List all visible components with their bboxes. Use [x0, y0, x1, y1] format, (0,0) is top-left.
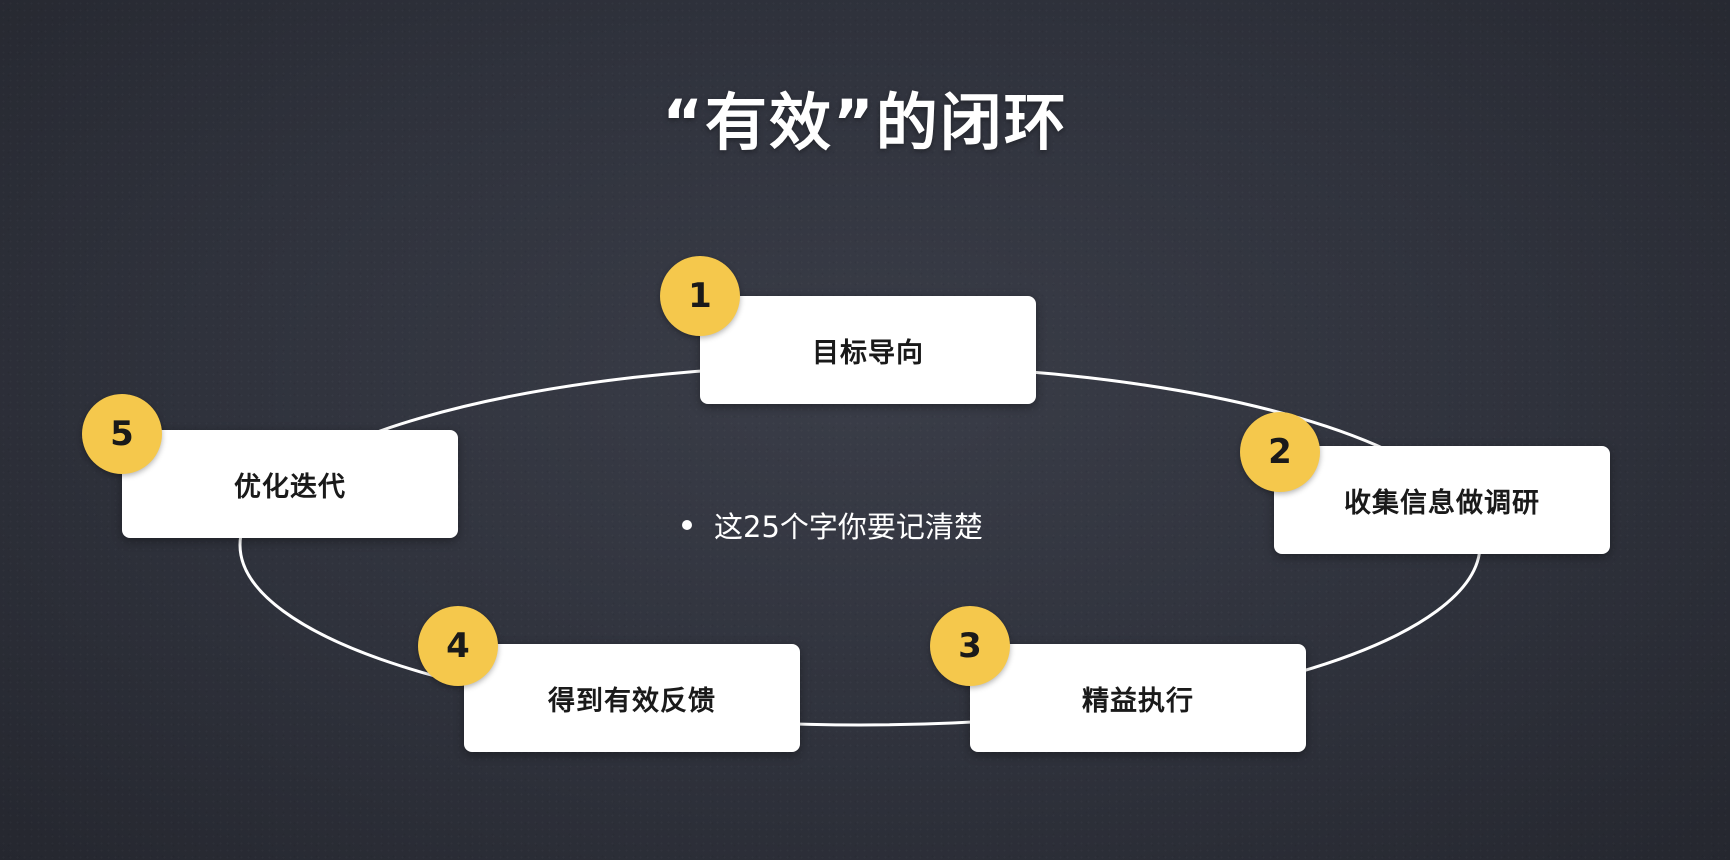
step-card-5: 优化迭代: [122, 430, 458, 538]
step-label-5: 优化迭代: [234, 471, 346, 503]
step-card-3: 精益执行: [970, 644, 1306, 752]
step-label-3: 精益执行: [1082, 685, 1194, 717]
step-badge-4: 4: [418, 606, 498, 686]
center-note-text: 这25个字你要记清楚: [714, 510, 983, 544]
step-label-1: 目标导向: [812, 337, 924, 369]
slide-title: “有效”的闭环: [662, 86, 1068, 159]
step-badge-3: 3: [930, 606, 1010, 686]
step-card-2: 收集信息做调研: [1274, 446, 1610, 554]
bullet-icon: [682, 520, 692, 530]
step-card-4: 得到有效反馈: [464, 644, 800, 752]
step-label-2: 收集信息做调研: [1344, 487, 1540, 519]
step-label-4: 得到有效反馈: [548, 685, 716, 717]
step-badge-2: 2: [1240, 412, 1320, 492]
step-card-1: 目标导向: [700, 296, 1036, 404]
step-badge-1: 1: [660, 256, 740, 336]
center-note: 这25个字你要记清楚: [682, 504, 983, 546]
step-badge-5: 5: [82, 394, 162, 474]
